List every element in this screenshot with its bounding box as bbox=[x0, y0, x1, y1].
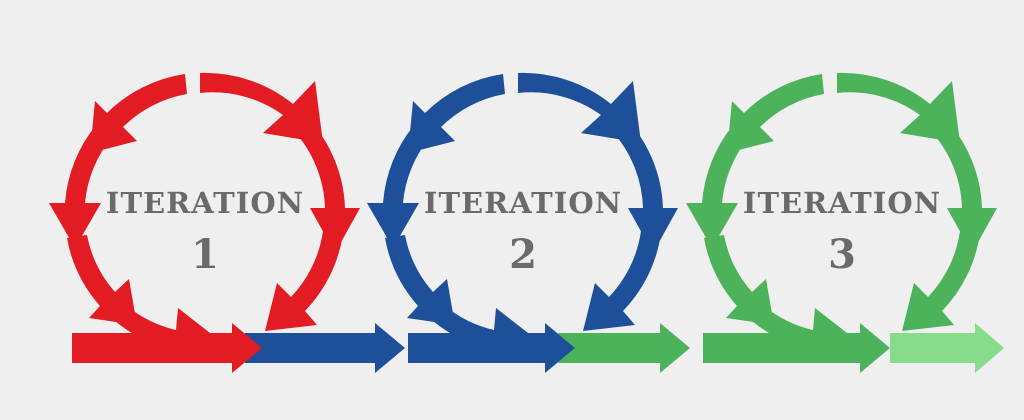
cycle-segment bbox=[367, 124, 431, 248]
cycle-segment bbox=[265, 231, 343, 331]
green-baseline-arrow bbox=[558, 323, 690, 373]
cycle-segment bbox=[583, 231, 661, 331]
cycle-segment bbox=[408, 74, 505, 153]
iteration-2-number: 2 bbox=[509, 231, 537, 278]
iteration-1-cycle: ITERATION 1 bbox=[49, 72, 360, 363]
cycle-segment bbox=[115, 306, 210, 363]
blue-baseline-arrow-1 bbox=[245, 323, 405, 373]
light-green-baseline-arrow bbox=[890, 323, 1004, 373]
iteration-3-title: ITERATION bbox=[743, 186, 941, 220]
cycle-segment bbox=[752, 306, 847, 363]
cycle-segment bbox=[704, 235, 774, 325]
iteration-3-cycle: ITERATION 3 bbox=[686, 72, 997, 363]
cycle-segment bbox=[433, 306, 528, 363]
iteration-1-number: 1 bbox=[191, 231, 219, 278]
cycle-segment bbox=[385, 235, 455, 325]
cycle-segment bbox=[930, 117, 997, 253]
iteration-1-circular-arrows bbox=[49, 72, 360, 363]
iteration-3-number: 3 bbox=[828, 231, 856, 278]
cycle-segment bbox=[837, 72, 960, 143]
iteration-2-cycle: ITERATION 2 bbox=[367, 72, 678, 363]
cycle-segment bbox=[902, 231, 980, 331]
cycle-segment bbox=[727, 74, 824, 153]
iteration-2-title: ITERATION bbox=[424, 186, 622, 220]
baseline-arrows bbox=[72, 323, 1004, 373]
iteration-2-circular-arrows bbox=[367, 72, 678, 363]
iteration-3-circular-arrows bbox=[686, 72, 997, 363]
cycle-segment bbox=[293, 117, 360, 253]
iteration-1-title: ITERATION bbox=[106, 186, 304, 220]
cycle-segment bbox=[49, 124, 113, 248]
cycle-segment bbox=[67, 235, 137, 325]
cycle-segment bbox=[200, 72, 323, 143]
cycle-segment bbox=[686, 124, 750, 248]
cycle-segment bbox=[518, 72, 641, 143]
cycle-segment bbox=[611, 117, 678, 253]
cycle-segment bbox=[90, 74, 187, 153]
